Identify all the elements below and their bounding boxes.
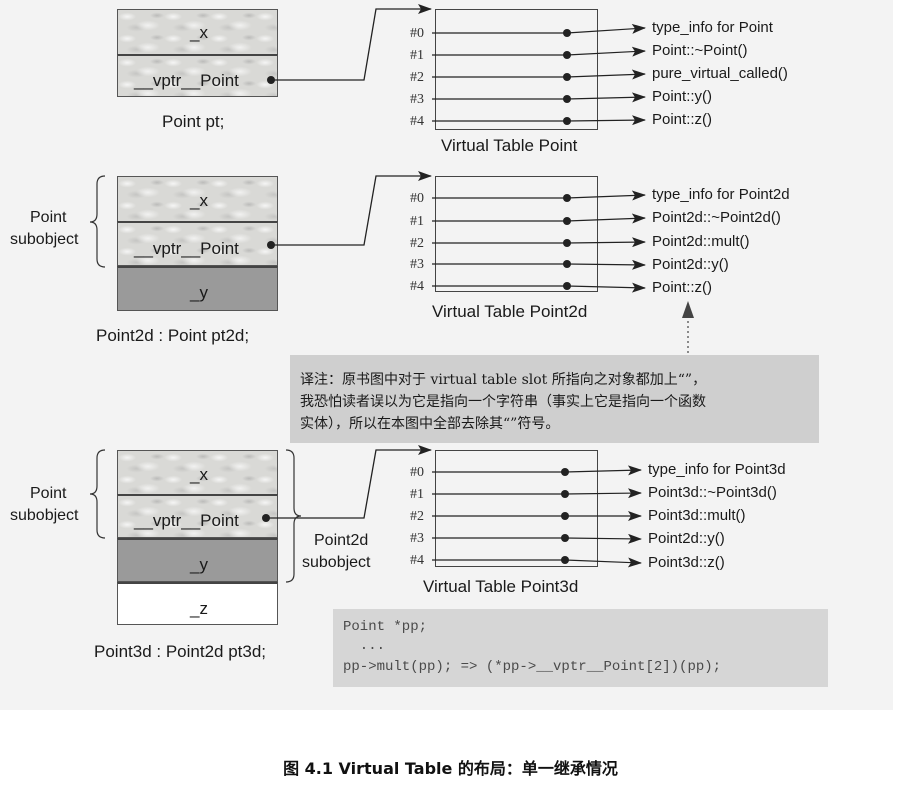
slot-pointer-arrow bbox=[564, 465, 642, 476]
code-line: ... bbox=[343, 638, 386, 654]
code-line: pp->mult(pp); => (*pp->__vptr__Point[2])… bbox=[343, 659, 722, 675]
slot-label: #4 bbox=[410, 553, 424, 568]
slot-pointer-arrow bbox=[566, 69, 646, 80]
declaration-label: Point pt; bbox=[162, 112, 225, 131]
vptr-pointer-arrow bbox=[271, 171, 432, 246]
slot-pointer-arrow bbox=[566, 92, 646, 103]
slot-label: #0 bbox=[410, 191, 424, 206]
subobject-label: Point2d bbox=[314, 532, 369, 549]
field-vptr-cell bbox=[117, 494, 278, 538]
code-example: Point *pp; ... pp->mult(pp); => (*pp->__… bbox=[333, 609, 828, 687]
vtable-entry: Point3d::mult() bbox=[648, 507, 746, 524]
vtable-title: Virtual Table Point2d bbox=[432, 302, 588, 321]
slot-label: #1 bbox=[410, 487, 424, 502]
note-line: 我恐怕读者误以为它是指向一个字符串（事实上它是指向一个函数 bbox=[300, 394, 706, 410]
field-vptr-label: __vptr__Point bbox=[134, 71, 239, 90]
vtable-title: Virtual Table Point3d bbox=[423, 577, 579, 596]
slot-pointer-arrow bbox=[566, 259, 646, 270]
field-x-label: _x bbox=[190, 191, 208, 210]
vtable-entry: Point2d::y() bbox=[648, 530, 725, 547]
slot-pointer-arrow bbox=[566, 46, 646, 57]
code-line: Point *pp; bbox=[343, 619, 428, 635]
field-z-label: _z bbox=[190, 599, 208, 618]
vptr-pointer-arrow bbox=[266, 445, 432, 519]
subobject-label: subobject bbox=[10, 231, 79, 248]
field-vptr-label: __vptr__Point bbox=[134, 511, 239, 530]
vptr-pointer-arrow bbox=[271, 4, 432, 81]
point-subobject-brace bbox=[89, 175, 106, 268]
slot-label: #1 bbox=[410, 214, 424, 229]
slot-layer bbox=[432, 23, 646, 568]
vtable-entry: Point3d::z() bbox=[648, 554, 725, 571]
field-vptr-label: __vptr__Point bbox=[134, 239, 239, 258]
vtable-entry: type_info for Point2d bbox=[652, 186, 790, 203]
slot-pointer-arrow bbox=[566, 190, 646, 201]
slot-label: #0 bbox=[410, 26, 424, 41]
field-y-cell bbox=[117, 266, 278, 311]
slot-label: #4 bbox=[410, 114, 424, 129]
field-vptr-cell bbox=[117, 54, 278, 97]
vtable-entry: type_info for Point bbox=[652, 19, 773, 36]
declaration-label: Point2d : Point pt2d; bbox=[96, 326, 250, 345]
vtable-entry: Point::z() bbox=[652, 111, 713, 128]
field-y-label: _y bbox=[190, 555, 208, 574]
field-y-cell bbox=[117, 538, 278, 582]
vtable-box bbox=[435, 450, 598, 567]
field-x-cell bbox=[117, 9, 278, 54]
slot-pointer-arrow bbox=[564, 533, 642, 544]
declaration-label: Point3d : Point2d pt3d; bbox=[94, 642, 267, 661]
point-subobject-brace bbox=[89, 449, 106, 539]
translator-note: 译注：原书图中对于 virtual table slot 所指向之对象都加上“”… bbox=[290, 355, 819, 443]
subobject-label: subobject bbox=[302, 554, 371, 571]
vtable-box bbox=[435, 176, 598, 292]
field-x-label: _x bbox=[190, 23, 208, 42]
subobject-label: Point bbox=[30, 485, 67, 502]
vtable-entry: Point::y() bbox=[652, 88, 713, 105]
figure-caption: 图 4.1 Virtual Table 的布局：单一继承情况 bbox=[283, 759, 618, 778]
field-x-label: _x bbox=[190, 465, 208, 484]
slot-label: #4 bbox=[410, 279, 424, 294]
note-line: 译注：原书图中对于 virtual table slot 所指向之对象都加上“”… bbox=[300, 372, 707, 388]
vtable-entry: Point2d::~Point2d() bbox=[652, 209, 781, 226]
slot-label: #2 bbox=[410, 70, 424, 85]
slot-pointer-arrow bbox=[564, 488, 642, 499]
vtable-box bbox=[435, 9, 598, 130]
note-pointer-arrowhead bbox=[682, 301, 694, 318]
slot-pointer-arrow bbox=[566, 213, 646, 224]
slot-label: #0 bbox=[410, 465, 424, 480]
vtable-title: Virtual Table Point bbox=[441, 136, 578, 155]
vtable-entry: Point2d::mult() bbox=[652, 233, 750, 250]
field-vptr-cell bbox=[117, 221, 278, 266]
slot-label: #3 bbox=[410, 531, 424, 546]
slot-pointer-arrow bbox=[566, 282, 646, 293]
subobject-label: subobject bbox=[10, 507, 79, 524]
vtable-entry: Point::z() bbox=[652, 279, 713, 296]
slot-label: #3 bbox=[410, 92, 424, 107]
slot-pointer-arrow bbox=[564, 557, 642, 568]
vtable-entry: Point2d::y() bbox=[652, 256, 729, 273]
point2d-subobject-brace bbox=[285, 449, 302, 583]
vtable-entry: Point3d::~Point3d() bbox=[648, 484, 777, 501]
subobject-label: Point bbox=[30, 209, 67, 226]
slot-label: #2 bbox=[410, 509, 424, 524]
field-x-cell bbox=[117, 176, 278, 221]
slot-label: #3 bbox=[410, 257, 424, 272]
vtable-entry: type_info for Point3d bbox=[648, 461, 786, 478]
vtable-entry: pure_virtual_called() bbox=[652, 65, 788, 82]
slot-pointer-arrow bbox=[566, 237, 646, 248]
note-line: 实体），所以在本图中全部去除其“”符号。 bbox=[300, 416, 560, 432]
vtable-entry: Point::~Point() bbox=[652, 42, 748, 59]
slot-label: #1 bbox=[410, 48, 424, 63]
field-y-label: _y bbox=[190, 283, 208, 302]
slot-pointer-arrow bbox=[566, 23, 646, 34]
slot-label: #2 bbox=[410, 236, 424, 251]
slot-pointer-arrow bbox=[566, 115, 646, 126]
field-z-cell bbox=[117, 582, 278, 625]
field-x-cell bbox=[117, 450, 278, 494]
